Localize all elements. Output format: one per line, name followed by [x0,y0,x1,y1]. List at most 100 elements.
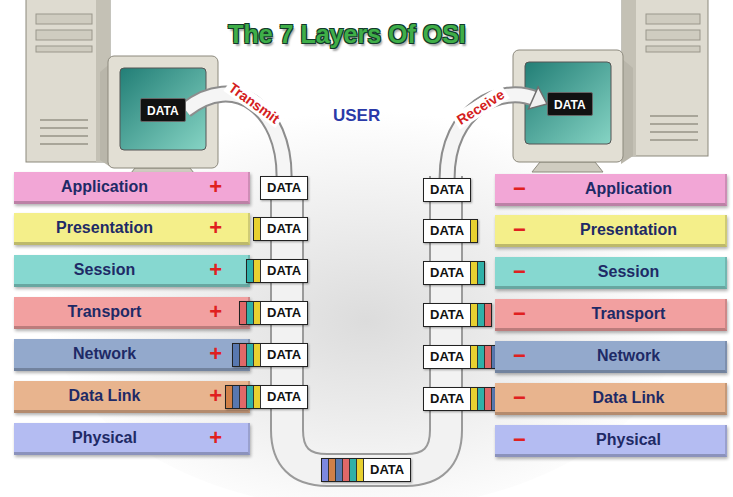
header-stripe [477,262,484,284]
layer-band: Session+ [14,255,250,287]
layer-name: Network [540,347,717,365]
layer-name: Presentation [14,219,195,237]
data-text: DATA [424,388,470,410]
data-packet: DATA [232,343,308,367]
header-stripe [336,459,343,481]
tower-grille [40,120,88,144]
monitor-bezel [108,56,218,168]
layer-band: Physical− [495,425,727,457]
monitor-bezel [513,50,623,162]
data-text: DATA [424,220,470,242]
data-text: DATA [261,344,307,366]
layer-band: Application− [495,174,727,206]
layer-sign: − [513,176,526,202]
layer-band: Presentation− [495,215,727,247]
data-packet: DATA [246,259,308,283]
header-stripe [470,304,477,326]
monitor-screen [525,62,611,144]
header-stripe [470,346,477,368]
data-text: DATA [261,218,307,240]
layer-band: Transport− [495,299,727,331]
drive-bay [36,14,92,24]
layer-sign: + [209,383,222,409]
layer-name: Session [540,263,717,281]
data-packet: DATA [239,301,308,325]
layer-band: Transport+ [14,297,250,329]
header-stripe [247,344,254,366]
header-stripe [240,344,247,366]
data-packet: DATA [260,176,308,200]
header-stripe [247,260,254,282]
screen-data-box: DATA [547,92,593,116]
tower-grille [650,116,698,140]
layer-sign: + [209,299,222,325]
data-text: DATA [424,179,470,201]
drive-bay [36,46,92,52]
header-stripe [233,386,240,408]
header-stripe [484,304,491,326]
header-stripe [254,218,261,240]
diagram-title: The 7 Layers Of OSI [147,20,547,49]
data-packet: DATA [253,217,308,241]
header-stripe [254,344,261,366]
layer-band: Session− [495,257,727,289]
layer-band: Network+ [14,339,250,371]
data-text: DATA [261,386,307,408]
layer-sign: − [513,259,526,285]
monitor-base [532,162,603,172]
drive-bay [646,46,700,52]
header-stripe [233,344,240,366]
computer-tower [26,0,110,162]
data-packet: DATA [321,458,411,482]
header-stripe [343,459,350,481]
layer-name: Transport [540,305,717,323]
data-text: DATA [554,98,586,112]
header-stripe [484,388,491,410]
layer-sign: − [513,301,526,327]
header-stripe [350,459,357,481]
screen-data-box: DATA [140,98,186,122]
header-stripe [329,459,336,481]
header-stripe [240,386,247,408]
layer-name: Network [14,345,195,363]
header-stripe [477,388,484,410]
data-text: DATA [147,104,179,118]
drive-bay [646,30,700,40]
data-packet: DATA [225,385,308,409]
header-stripe [254,386,261,408]
header-stripe [254,302,261,324]
right-computer [513,0,708,172]
layer-band: Network− [495,341,727,373]
data-text: DATA [261,260,307,282]
layer-sign: + [209,174,222,200]
header-stripe [484,346,491,368]
computer-tower [622,0,708,156]
layer-name: Physical [540,431,717,449]
layer-band: Physical + [14,423,250,455]
layer-sign: − [513,427,526,453]
layer-sign: + [209,425,222,451]
header-stripe [477,304,484,326]
data-packet: DATA [423,345,499,369]
data-text: DATA [364,459,410,481]
drive-bay [646,14,700,24]
layer-name: Data Link [14,387,195,405]
layer-band: Application+ [14,172,250,204]
header-stripe [322,459,329,481]
data-packet: DATA [423,219,478,243]
layer-sign: + [209,215,222,241]
header-stripe [226,386,233,408]
layer-band: Data Link + [14,381,250,413]
header-stripe [470,388,477,410]
layer-band: Presentation + [14,213,250,245]
layer-name: Data Link [540,389,717,407]
layer-name: Physical [14,429,195,447]
header-stripe [357,459,364,481]
layer-sign: − [513,343,526,369]
header-stripe [240,302,247,324]
data-text: DATA [261,177,307,199]
free-label: USER [333,106,380,126]
header-stripe [254,260,261,282]
